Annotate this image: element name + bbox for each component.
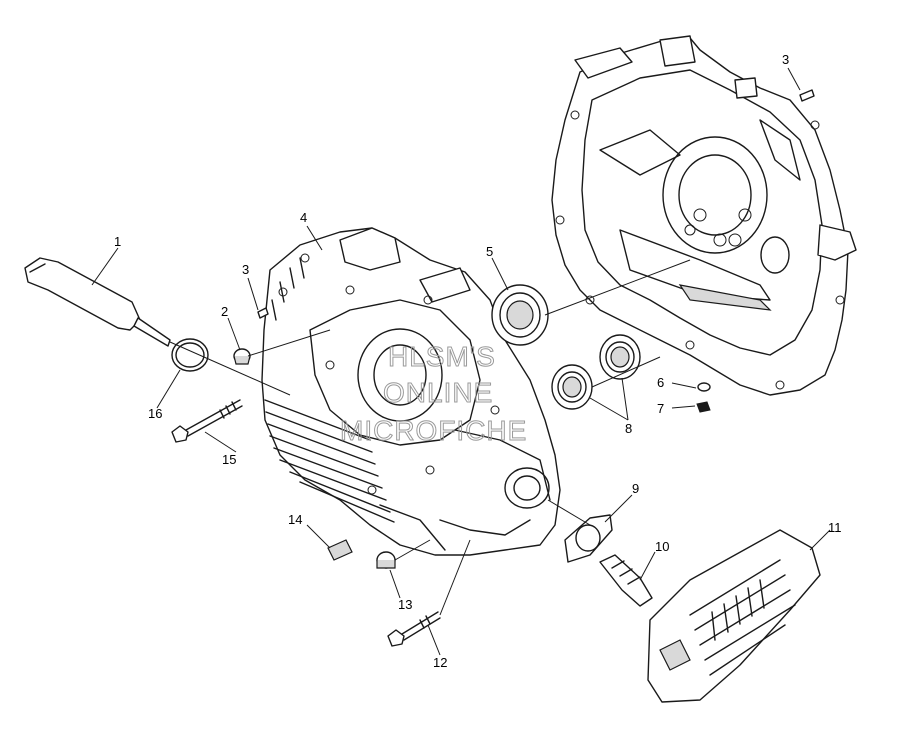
dowel-13 <box>376 551 396 569</box>
gasket <box>564 514 613 563</box>
callout-8: 8 <box>625 421 632 436</box>
callout-6: 6 <box>657 375 664 390</box>
watermark: HLSM'S ONLINE MICROFICHE <box>340 341 527 447</box>
watermark-line-2: ONLINE <box>383 377 493 408</box>
callout-9: 9 <box>632 481 639 496</box>
callout-12: 12 <box>433 655 447 670</box>
bearing-8b <box>599 334 641 380</box>
callout-15: 15 <box>222 452 236 467</box>
plug-14 <box>327 539 353 561</box>
leader-lines <box>91 67 831 656</box>
assembly-lines <box>169 259 691 616</box>
dipstick <box>24 257 171 347</box>
washer <box>697 382 711 392</box>
callout-1: 1 <box>114 234 121 249</box>
callout-3-left: 3 <box>242 262 249 277</box>
crankcase-cover <box>647 529 821 703</box>
drain-plug <box>696 401 711 413</box>
fitting <box>599 554 653 607</box>
callout-5: 5 <box>486 244 493 259</box>
callout-14: 14 <box>288 512 302 527</box>
watermark-line-3: MICROFICHE <box>340 415 527 446</box>
left-crankcase-half <box>261 227 561 556</box>
long-bolt <box>171 399 243 443</box>
callout-labels: 1 2 3 3 4 5 6 7 8 9 10 11 12 13 14 15 16 <box>114 52 842 670</box>
bearing-5 <box>491 284 549 346</box>
callout-11: 11 <box>828 520 842 535</box>
bushing <box>233 348 251 365</box>
callout-3-right: 3 <box>782 52 789 67</box>
o-ring <box>171 338 209 372</box>
short-bolt <box>387 611 441 647</box>
callout-4: 4 <box>300 210 307 225</box>
callout-16: 16 <box>148 406 162 421</box>
right-crankcase-half <box>551 35 857 396</box>
bearing-8a <box>551 364 593 410</box>
callout-10: 10 <box>655 539 669 554</box>
dowel-pin-top <box>799 89 815 102</box>
callout-13: 13 <box>398 597 412 612</box>
dowel-pin-left <box>257 307 269 319</box>
watermark-line-1: HLSM'S <box>388 341 496 372</box>
callout-7: 7 <box>657 401 664 416</box>
callout-2: 2 <box>221 304 228 319</box>
